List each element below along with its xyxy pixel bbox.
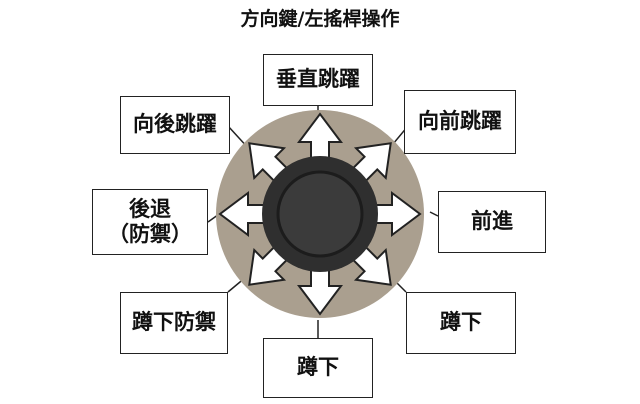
label-left: 後退 （防禦） [92,189,208,255]
label-down-text: 蹲下 [297,355,339,380]
label-down-left: 蹲下防禦 [120,292,228,354]
label-up-right: 向前跳躍 [404,90,516,154]
label-up-left-text: 向後跳躍 [133,112,217,137]
label-right: 前進 [438,191,546,253]
label-left-text-2: （防禦） [108,222,192,246]
label-down-right: 蹲下 [406,292,516,354]
label-up: 垂直跳躍 [263,54,373,106]
label-up-text: 垂直跳躍 [276,67,360,92]
label-left-text-1: 後退 [129,196,171,221]
label-down-right-text: 蹲下 [440,310,482,335]
joystick-knob-inner [276,170,364,258]
label-up-left: 向後跳躍 [120,96,230,154]
label-up-right-text: 向前跳躍 [418,109,502,134]
diagram-title: 方向鍵/左搖桿操作 [240,8,400,30]
label-right-text: 前進 [471,209,513,234]
label-down-left-text: 蹲下防禦 [132,310,216,335]
label-down: 蹲下 [263,338,373,398]
